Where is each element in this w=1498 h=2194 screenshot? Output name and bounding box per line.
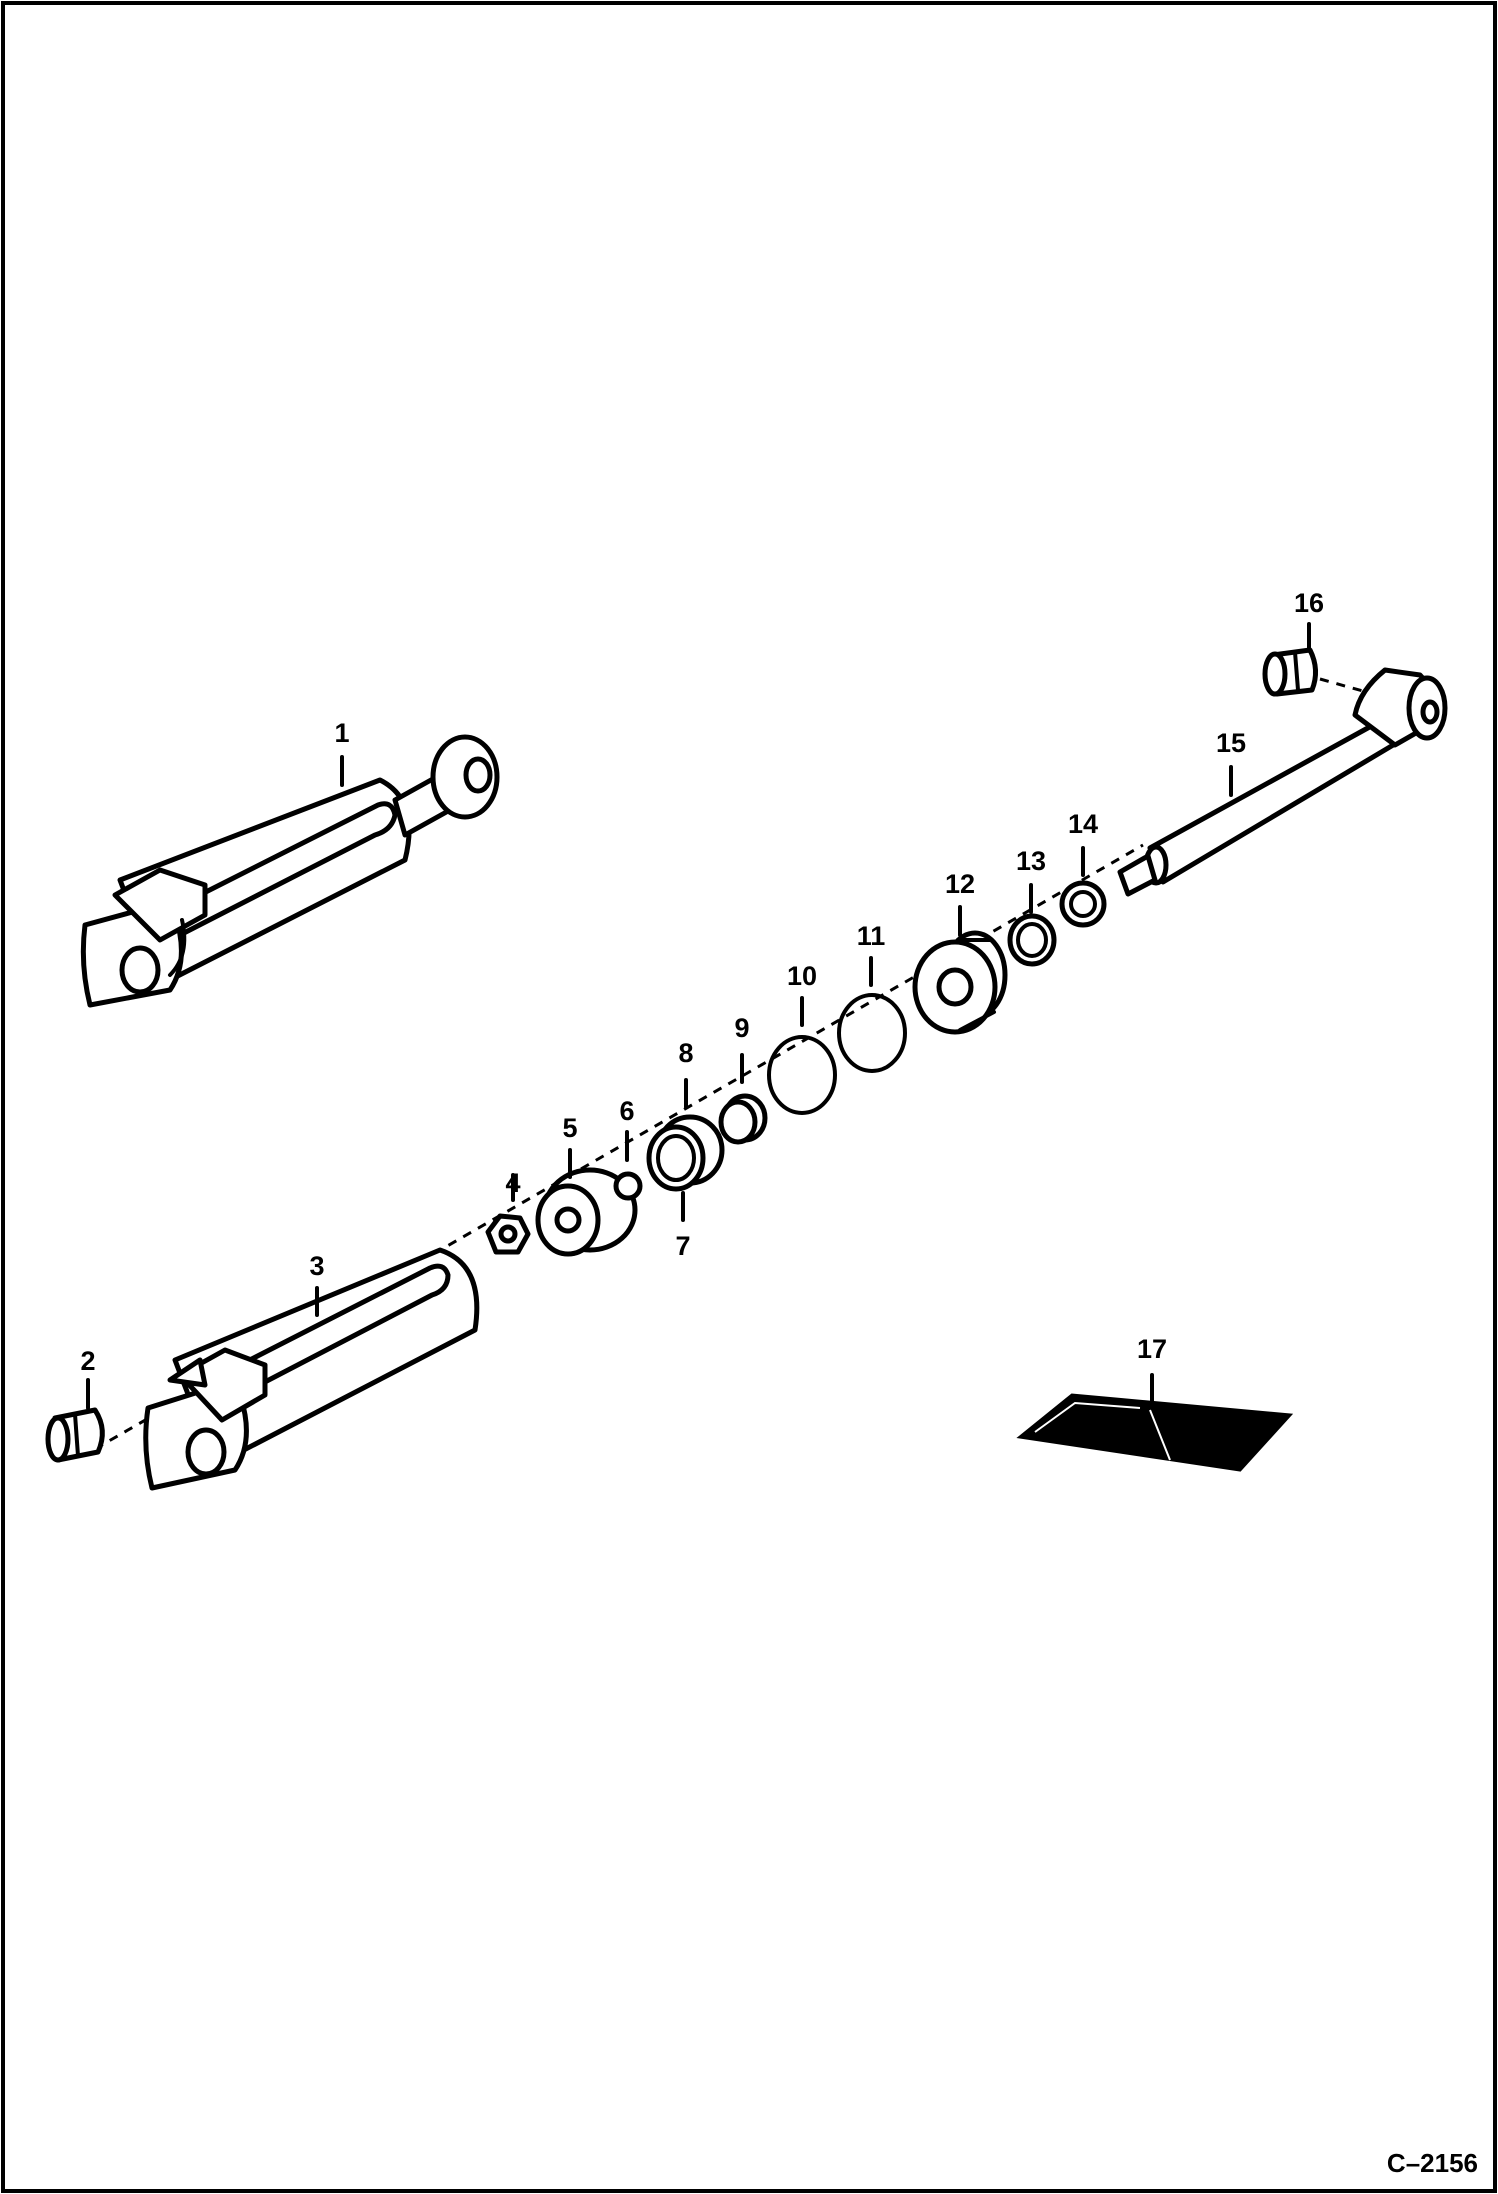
cylinder-head [912,930,1008,1035]
callout-14: 14 [1068,809,1098,839]
pin-axis-upper [1319,677,1396,702]
callout-7: 7 [675,1231,690,1261]
pin-right [1262,647,1318,697]
o-ring-10 [767,1035,837,1115]
o-ring-11 [837,993,907,1073]
piston-rod [1117,667,1448,897]
callout-11: 11 [857,921,886,951]
callout-4: 4 [505,1168,520,1198]
cylinder-assembly [80,734,500,1008]
callout-10: 10 [787,961,817,991]
o-ring-small [613,1171,643,1201]
piston [535,1167,638,1257]
callout-3: 3 [309,1251,324,1281]
callout-8: 8 [678,1038,693,1068]
callout-1: 1 [334,718,349,748]
wear-ring [718,1093,768,1145]
barrel [143,1247,480,1491]
callout-9: 9 [734,1013,749,1043]
wiper-seal [1007,913,1057,967]
callout-15: 15 [1216,728,1246,758]
nut [485,1213,531,1255]
callout-13: 13 [1016,846,1046,876]
callout-5: 5 [562,1113,577,1143]
callout-12: 12 [945,869,975,899]
pin-left [45,1407,105,1463]
callout-2: 2 [80,1346,95,1376]
leader-lines [86,622,1311,1410]
piston-seal [646,1114,725,1192]
callout-17: 17 [1137,1334,1167,1364]
callout-6: 6 [619,1096,634,1126]
decal [1016,1393,1294,1472]
drawing-code: C–2156 [1387,2148,1478,2178]
callout-16: 16 [1294,588,1324,618]
rod-ring [1059,880,1107,928]
